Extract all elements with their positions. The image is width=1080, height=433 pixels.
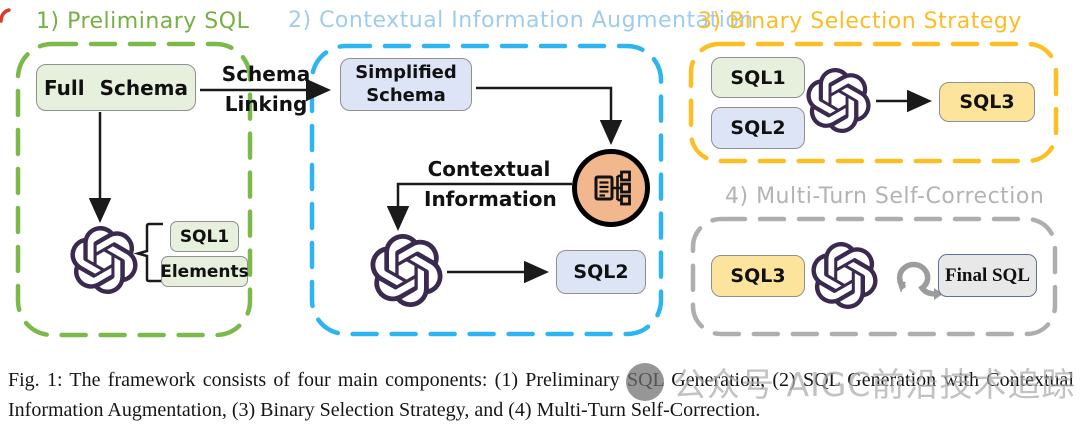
section4-title: 4) Multi-Turn Self-Correction — [725, 184, 1045, 209]
brace-icon — [133, 222, 163, 283]
section1-title: 1) Preliminary SQL — [36, 9, 250, 34]
openai-logo-icon — [806, 68, 871, 133]
contextual-information-label-line2: Information — [424, 187, 557, 211]
figure-caption-line1: Fig. 1: The framework consists of four m… — [8, 369, 1074, 391]
elements-output-box: Elements — [160, 256, 249, 287]
simplified-schema-line2: Schema — [366, 84, 446, 106]
document-tree-icon — [572, 149, 650, 227]
arrow-context-to-llm — [386, 182, 572, 231]
final-sql-box: Final SQL — [938, 254, 1037, 297]
openai-logo-icon — [70, 226, 138, 294]
sql3-input-box: SQL3 — [711, 255, 805, 297]
section4-border — [690, 216, 1058, 337]
schema-linking-label-line2: Linking — [224, 92, 308, 116]
section3-border — [688, 41, 1059, 164]
section1-border — [15, 41, 253, 338]
full-schema-box: Full Schema — [36, 64, 196, 111]
sql2-output-box: SQL2 — [556, 250, 646, 294]
simplified-schema-box: Simplified Schema — [340, 58, 472, 111]
openai-logo-icon — [370, 234, 443, 307]
schema-linking-label-line1: Schema — [221, 62, 311, 86]
figure-caption-line2: Information Augmentation, (3) Binary Sel… — [8, 399, 761, 421]
loop-arrow-icon — [896, 261, 943, 300]
simplified-schema-line1: Simplified — [355, 62, 457, 83]
contextual-information-label-line1: Contextual — [427, 157, 551, 181]
openai-logo-icon — [811, 242, 878, 309]
sql3-output-box: SQL3 — [939, 82, 1035, 122]
sql1-output-box: SQL1 — [170, 221, 239, 252]
sql1-input-box: SQL1 — [711, 57, 805, 98]
arrow-simplified-to-context-icon — [476, 86, 623, 145]
red-edge-mark — [0, 8, 11, 23]
section3-title: 3) Binary Selection Strategy — [698, 9, 1022, 34]
sql2-input-box: SQL2 — [711, 107, 805, 149]
section2-border — [309, 43, 664, 337]
section2-title: 2) Contextual Information Augmentation — [288, 8, 754, 33]
